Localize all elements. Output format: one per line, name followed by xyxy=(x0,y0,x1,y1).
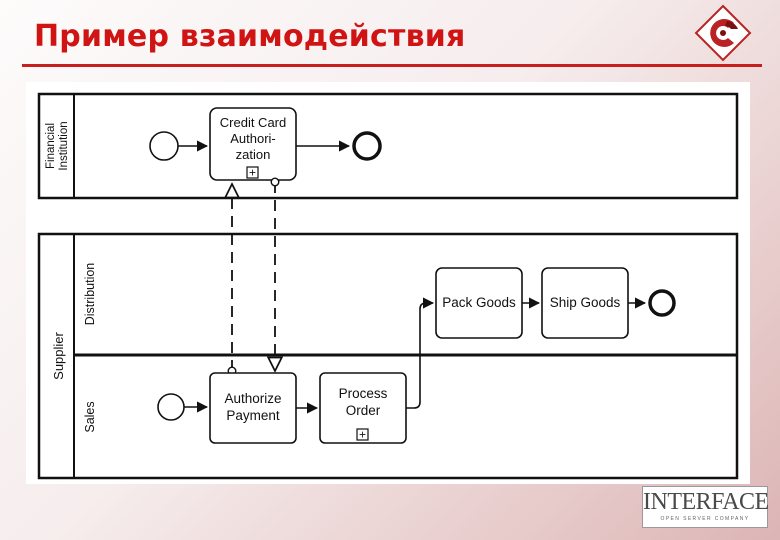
task-credit-card-line1: Credit Card xyxy=(220,115,286,130)
pool-financial-institution: Financial Institution xyxy=(37,92,739,200)
pool-financial-border xyxy=(37,92,739,200)
bpmn-diagram: Financial Institution Supplier Distribut… xyxy=(37,92,739,480)
pool-supplier-label: Supplier xyxy=(51,331,66,379)
task-authorize-payment-line2: Payment xyxy=(226,408,280,423)
lane-distribution-label: Distribution xyxy=(83,263,97,326)
interface-logo: INTERFACE OPEN SERVER COMPANY xyxy=(642,486,769,528)
collapsed-subprocess-icon xyxy=(246,166,259,179)
task-process-order-line2: Order xyxy=(346,403,381,418)
task-authorize-payment-line1: Authorize xyxy=(224,391,281,406)
title-divider xyxy=(22,64,762,67)
task-process-order: Process Order + xyxy=(319,372,407,444)
task-ship-goods-label: Ship Goods xyxy=(550,295,621,310)
brand-name: INTERFACE xyxy=(643,489,769,515)
task-credit-card-authorization: Credit Card Authori- zation + xyxy=(209,107,297,181)
lane-sales-label: Sales xyxy=(83,401,97,432)
company-emblem-icon xyxy=(694,4,752,62)
task-pack-goods: Pack Goods xyxy=(435,267,523,339)
pool-financial-label-line2: Institution xyxy=(58,121,70,170)
task-pack-goods-label: Pack Goods xyxy=(442,295,516,310)
brand-tagline: OPEN SERVER COMPANY xyxy=(660,516,750,522)
process-diagram-panel: Financial Institution Supplier Distribut… xyxy=(26,82,750,484)
end-event-distribution xyxy=(648,289,676,317)
pool-financial-label-line1: Financial xyxy=(45,123,57,169)
task-authorize-payment: Authorize Payment xyxy=(209,372,297,444)
collapsed-subprocess-marker: + xyxy=(249,166,256,180)
task-ship-goods: Ship Goods xyxy=(541,267,629,339)
task-credit-card-line3: zation xyxy=(236,147,271,162)
collapsed-subprocess-icon xyxy=(356,428,369,441)
start-event-sales xyxy=(157,393,185,421)
sequence-flow-process-to-pack xyxy=(406,297,435,409)
pool-supplier: Supplier Distribution Sales xyxy=(37,232,739,480)
collapsed-subprocess-marker: + xyxy=(359,428,366,442)
task-process-order-line1: Process xyxy=(339,386,388,401)
end-event-financial xyxy=(352,131,382,161)
start-event-financial xyxy=(149,131,179,161)
slide-title: Пример взаимодействия xyxy=(34,19,466,54)
task-credit-card-line2: Authori- xyxy=(230,131,276,146)
